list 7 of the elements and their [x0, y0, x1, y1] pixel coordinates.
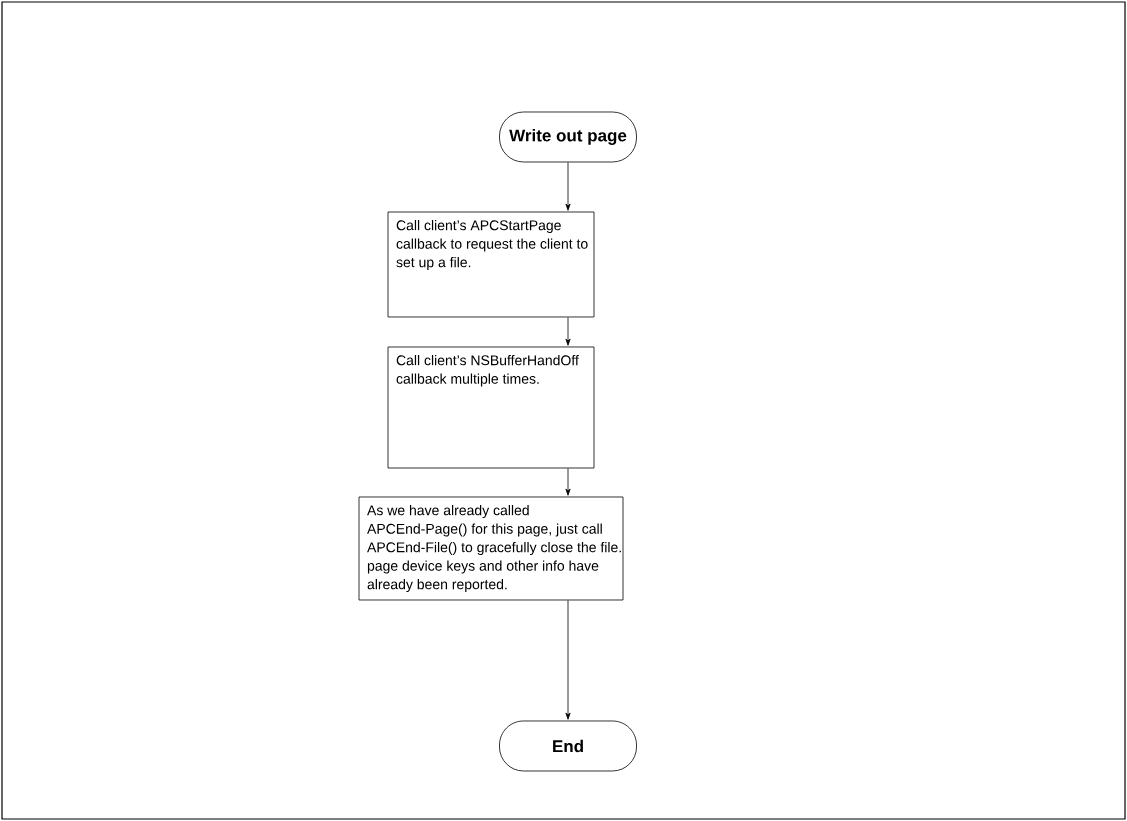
process-box: Call client’s NSBufferHandOff callback multiple times.	[387, 346, 595, 469]
arrow	[565, 600, 571, 720]
arrow	[565, 317, 571, 346]
arrow	[565, 468, 571, 496]
process-box: Call client’s APCStartPage callback to request the client to set up a file.	[387, 211, 595, 318]
arrow	[565, 162, 571, 211]
process-box: As we have already called APCEnd-Page() for this page, just call APCEnd-File() to gracefully close the file. page device keys and other info have already been reported.	[358, 496, 624, 601]
